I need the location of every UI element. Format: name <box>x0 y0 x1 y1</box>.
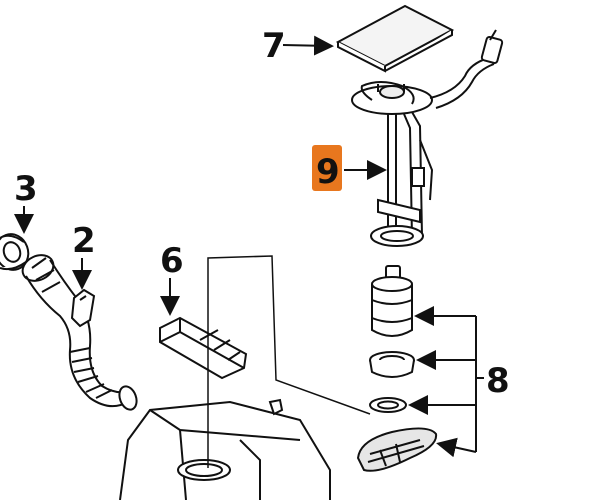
callout-7-arrow <box>282 35 334 56</box>
callout-8-bracket <box>475 316 484 452</box>
callout-2: 2 <box>72 221 96 290</box>
fuel-pump <box>371 265 413 337</box>
retaining-ring <box>369 397 407 413</box>
svg-text:8: 8 <box>486 361 510 401</box>
callout-9-highlight <box>312 145 342 191</box>
hose-clamp <box>70 288 96 328</box>
callout-8: 8 <box>408 306 510 458</box>
callout-3: 3 <box>14 169 38 234</box>
svg-text:7: 7 <box>262 26 286 66</box>
pump-strainer <box>356 427 438 472</box>
callout-7: 7 <box>262 26 334 66</box>
callout-9: 9 <box>312 145 387 192</box>
pump-isolator <box>369 351 415 378</box>
callout-6: 6 <box>160 241 184 316</box>
svg-text:9: 9 <box>316 152 340 192</box>
svg-text:2: 2 <box>72 221 96 261</box>
filler-hose <box>21 254 138 411</box>
callout-8-arrow-strainer <box>436 437 477 458</box>
sender-guide-line <box>207 255 371 468</box>
fuel-tank <box>119 398 331 500</box>
cover-plate <box>335 4 455 73</box>
svg-text:3: 3 <box>14 169 38 209</box>
fuel-sender-bracket <box>351 29 504 247</box>
svg-text:6: 6 <box>160 241 184 281</box>
filler-grommet <box>0 233 30 271</box>
tank-bracket <box>159 316 248 380</box>
